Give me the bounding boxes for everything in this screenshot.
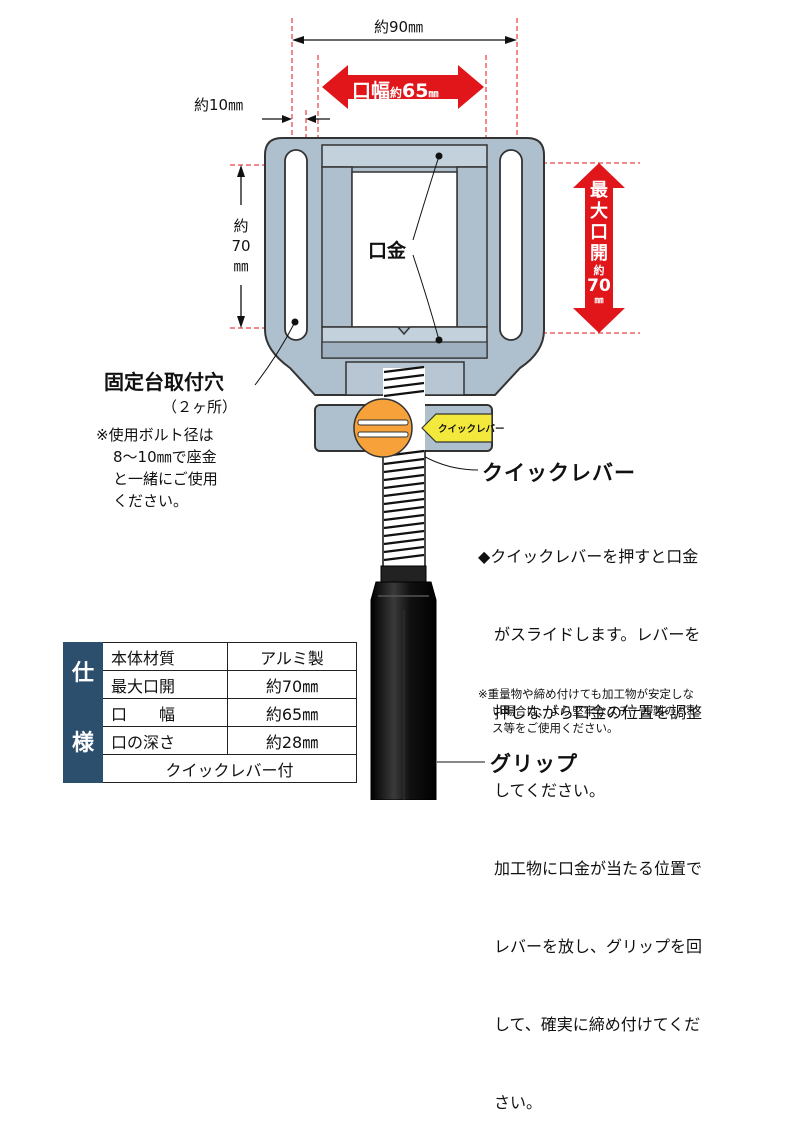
description-line-6: レバーを放し、グリップを回 [478, 937, 703, 956]
max-opening-arrow [573, 163, 625, 333]
max-opening-char-3: 口 [590, 222, 608, 243]
spec-value: 約28㎜ [227, 726, 358, 755]
grip-handle [370, 565, 437, 800]
jaw-width-prefix: 約 [390, 86, 403, 100]
max-opening-char-2: 大 [590, 201, 608, 222]
height-dimension-arrow [237, 165, 245, 328]
bolt-note-line-1: ※使用ボルト径は [96, 426, 214, 444]
description-line-3: 押しながら口金の位置を調整 [478, 703, 703, 722]
max-opening-prefix: 約 [593, 264, 605, 277]
vise-diagram [230, 18, 640, 800]
bolt-note-line-4: ください。 [113, 492, 189, 510]
description-line-7: して、確実に締め付けてくだ [478, 1015, 701, 1034]
width-dimension-arrow [292, 36, 517, 44]
height-label-unit: ㎜ [233, 257, 249, 275]
jaw-width-arrow [322, 65, 484, 109]
description-line-5: 加工物に口金が当たる位置で [478, 859, 703, 878]
width-label: 約90㎜ [374, 18, 424, 36]
gap-dimension-arrow [262, 115, 330, 123]
height-label-prefix: 約 [233, 217, 249, 235]
height-label-value: 70 [231, 237, 251, 255]
jaw-width-title: 口幅 [352, 80, 391, 102]
description-line-4: してください。 [478, 781, 606, 800]
spec-key: 本体材質 [102, 642, 229, 671]
quick-lever-label: クイックレバー [482, 461, 636, 485]
mount-hole-label: 固定台取付穴 [104, 370, 224, 394]
quick-lever-knob [353, 398, 413, 458]
bolt-note-line-3: と一緒にご使用 [113, 470, 218, 488]
spec-key: 最大口開 [102, 670, 229, 699]
max-opening-unit: ㎜ [594, 296, 604, 306]
warning-note: ※重量物や締め付けても加工物が安定しな い場合は、より堅牢なスチール製のバイ ス… [478, 686, 699, 737]
lead-screw [382, 365, 426, 568]
spec-value: 約70㎜ [227, 670, 358, 699]
warning-line-1: ※重量物や締め付けても加工物が安定しな [478, 687, 695, 701]
mount-slot-left [284, 149, 308, 341]
spec-row: 仕 本体材質 アルミ製 [62, 642, 358, 699]
spec-key: 口の深さ [102, 726, 229, 755]
max-opening-char-1: 最 [590, 180, 608, 201]
jaw-label: 口金 [368, 236, 407, 263]
gap-label: 約10㎜ [194, 96, 244, 114]
max-opening-char-4: 開 [590, 243, 608, 264]
vise-body [264, 137, 545, 396]
mount-hole-count: （２ヶ所） [162, 398, 238, 416]
spec-row: 最大口開 約70㎜ [64, 670, 358, 699]
quick-lever-tag-text: クイックレバー [438, 424, 505, 435]
mount-slot-right [499, 149, 523, 341]
warning-line-2: い場合は、より堅牢なスチール製のバイ [492, 704, 699, 718]
description-line-2: がスライドします。レバーを [478, 625, 701, 644]
jaw-width-unit: ㎜ [428, 89, 439, 100]
spec-footer: クイックレバー付 [102, 754, 358, 783]
description-line-8: さい。 [478, 1093, 543, 1112]
spec-side-1: 仕 [62, 642, 104, 699]
spec-value: 約65㎜ [227, 698, 358, 727]
grip-label: グリップ [490, 752, 578, 776]
height-label: 約 70 ㎜ [228, 216, 254, 276]
spec-value: アルミ製 [227, 642, 358, 671]
spec-key: 口 幅 [102, 698, 229, 727]
quick-lever-tag [421, 413, 493, 443]
max-opening-number: 70 [587, 276, 611, 296]
spec-row: 口の深さ 約28㎜ [64, 726, 358, 755]
max-opening-text: 最 大 口 開 約 70 ㎜ [585, 180, 613, 307]
bolt-note-line-2: 8～10㎜で座金 [113, 448, 217, 466]
jaw-width-text: 口幅約65㎜ [352, 76, 438, 103]
spec-row: 様 口 幅 約65㎜ [62, 698, 358, 783]
jaw-width-number: 65 [402, 80, 429, 102]
bolt-note: ※使用ボルト径は 8～10㎜で座金 と一緒にご使用 ください。 [96, 424, 218, 512]
spec-side-2: 様 [62, 698, 104, 783]
spec-row: クイックレバー付 [64, 754, 358, 783]
spec-table: 仕 本体材質 アルミ製 最大口開 約70㎜ 様 口 幅 約65㎜ 口の深さ 約2… [62, 642, 358, 783]
quick-lever-description: ◆クイックレバーを押すと口金 がスライドします。レバーを 押しながら口金の位置を… [478, 492, 702, 1142]
warning-line-3: ス等をご使用ください。 [492, 721, 619, 735]
description-line-1: ◆クイックレバーを押すと口金 [478, 547, 699, 566]
